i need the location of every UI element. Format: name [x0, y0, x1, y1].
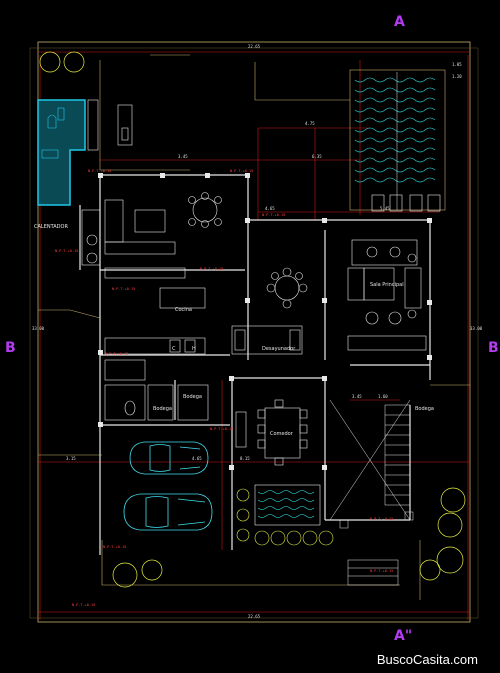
- level-8: N.P.T.+0.15: [210, 427, 233, 431]
- site-lines: [38, 54, 470, 600]
- room-label-calentador: CALENTADOR: [34, 224, 68, 230]
- kitchen: [104, 267, 303, 355]
- room-label-comedor: Comedor: [270, 431, 294, 437]
- room-label-bodega-1: Bodega: [183, 394, 202, 400]
- family-room-furniture: [81, 192, 222, 266]
- room-label-bodega-2: Bodega: [153, 406, 172, 412]
- level-9: N.P.T.+0.15: [103, 545, 126, 549]
- level-4: N.P.T.+0.15: [55, 249, 78, 253]
- room-label-bodega-3: Bodega: [415, 406, 434, 412]
- dim-6: 4.65: [192, 456, 202, 461]
- level-10: N.P.T.+0.15: [370, 517, 393, 521]
- stairs: [329, 399, 411, 521]
- level-6: N.P.T.+0.15: [200, 267, 223, 271]
- dim-11: 1.05: [452, 62, 462, 67]
- dim-left-overall: 33.00: [32, 326, 45, 331]
- watermark: BuscoCasita.com: [376, 652, 478, 667]
- living-room-furniture: [347, 239, 427, 351]
- garden-top-right: [349, 69, 446, 212]
- car-2: [123, 493, 213, 531]
- dim-2: 6.35: [312, 154, 322, 159]
- trees: [39, 51, 466, 588]
- level-12: N.P.T.+0.15: [72, 603, 95, 607]
- dim-8: 3.45: [352, 394, 362, 399]
- garden-bottom: [254, 484, 321, 526]
- room-label-cocina: Cocina: [175, 307, 192, 313]
- car-1: [129, 441, 209, 475]
- level-5: N.P.T.+0.15: [112, 287, 135, 291]
- pool-deck-chairs: [87, 99, 133, 151]
- label-h: H: [192, 346, 196, 352]
- room-label-desayunador: Desayunador: [262, 346, 296, 352]
- pool: [37, 99, 86, 206]
- room-label-sala: Sala Principal: [370, 282, 404, 288]
- level-11: N.P.T.+0.15: [370, 569, 393, 573]
- axis-label-top: A: [394, 14, 405, 30]
- level-1: N.P.T.+0.15: [88, 169, 111, 173]
- entry-steps: [339, 511, 414, 586]
- columns: [98, 173, 432, 470]
- dim-4: 4.65: [265, 206, 275, 211]
- axis-label-bottom: A": [394, 628, 413, 644]
- shrubs-row: [236, 488, 334, 546]
- laundry-area: [104, 359, 209, 421]
- dim-right-overall: 33.00: [470, 326, 483, 331]
- level-3: N.P.T.+0.15: [262, 213, 285, 217]
- dim-5: 5.45: [380, 206, 390, 211]
- level-2: N.P.T.+0.15: [230, 169, 253, 173]
- dim-3: 3.45: [178, 154, 188, 159]
- dim-1: 4.75: [305, 121, 315, 126]
- axis-label-right: B: [488, 340, 499, 356]
- dim-9: 8.15: [240, 456, 250, 461]
- dim-7: 3.15: [66, 456, 76, 461]
- dim-12: 1.20: [452, 74, 462, 79]
- property-outline: [29, 41, 479, 623]
- level-7: N.P.T.+0.15: [105, 352, 128, 356]
- axis-label-left: B: [5, 340, 16, 356]
- dim-bottom-overall: 22.65: [248, 614, 261, 619]
- round-table: [266, 267, 308, 309]
- dim-10: 1.60: [378, 394, 388, 399]
- label-c: C: [172, 346, 176, 352]
- dining-room: [235, 399, 308, 466]
- dim-top-overall: 22.65: [248, 44, 261, 49]
